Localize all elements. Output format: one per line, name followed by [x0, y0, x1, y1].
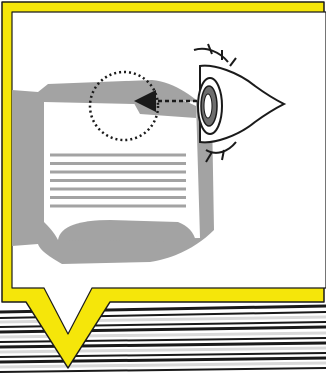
document-text-lines — [50, 155, 186, 206]
